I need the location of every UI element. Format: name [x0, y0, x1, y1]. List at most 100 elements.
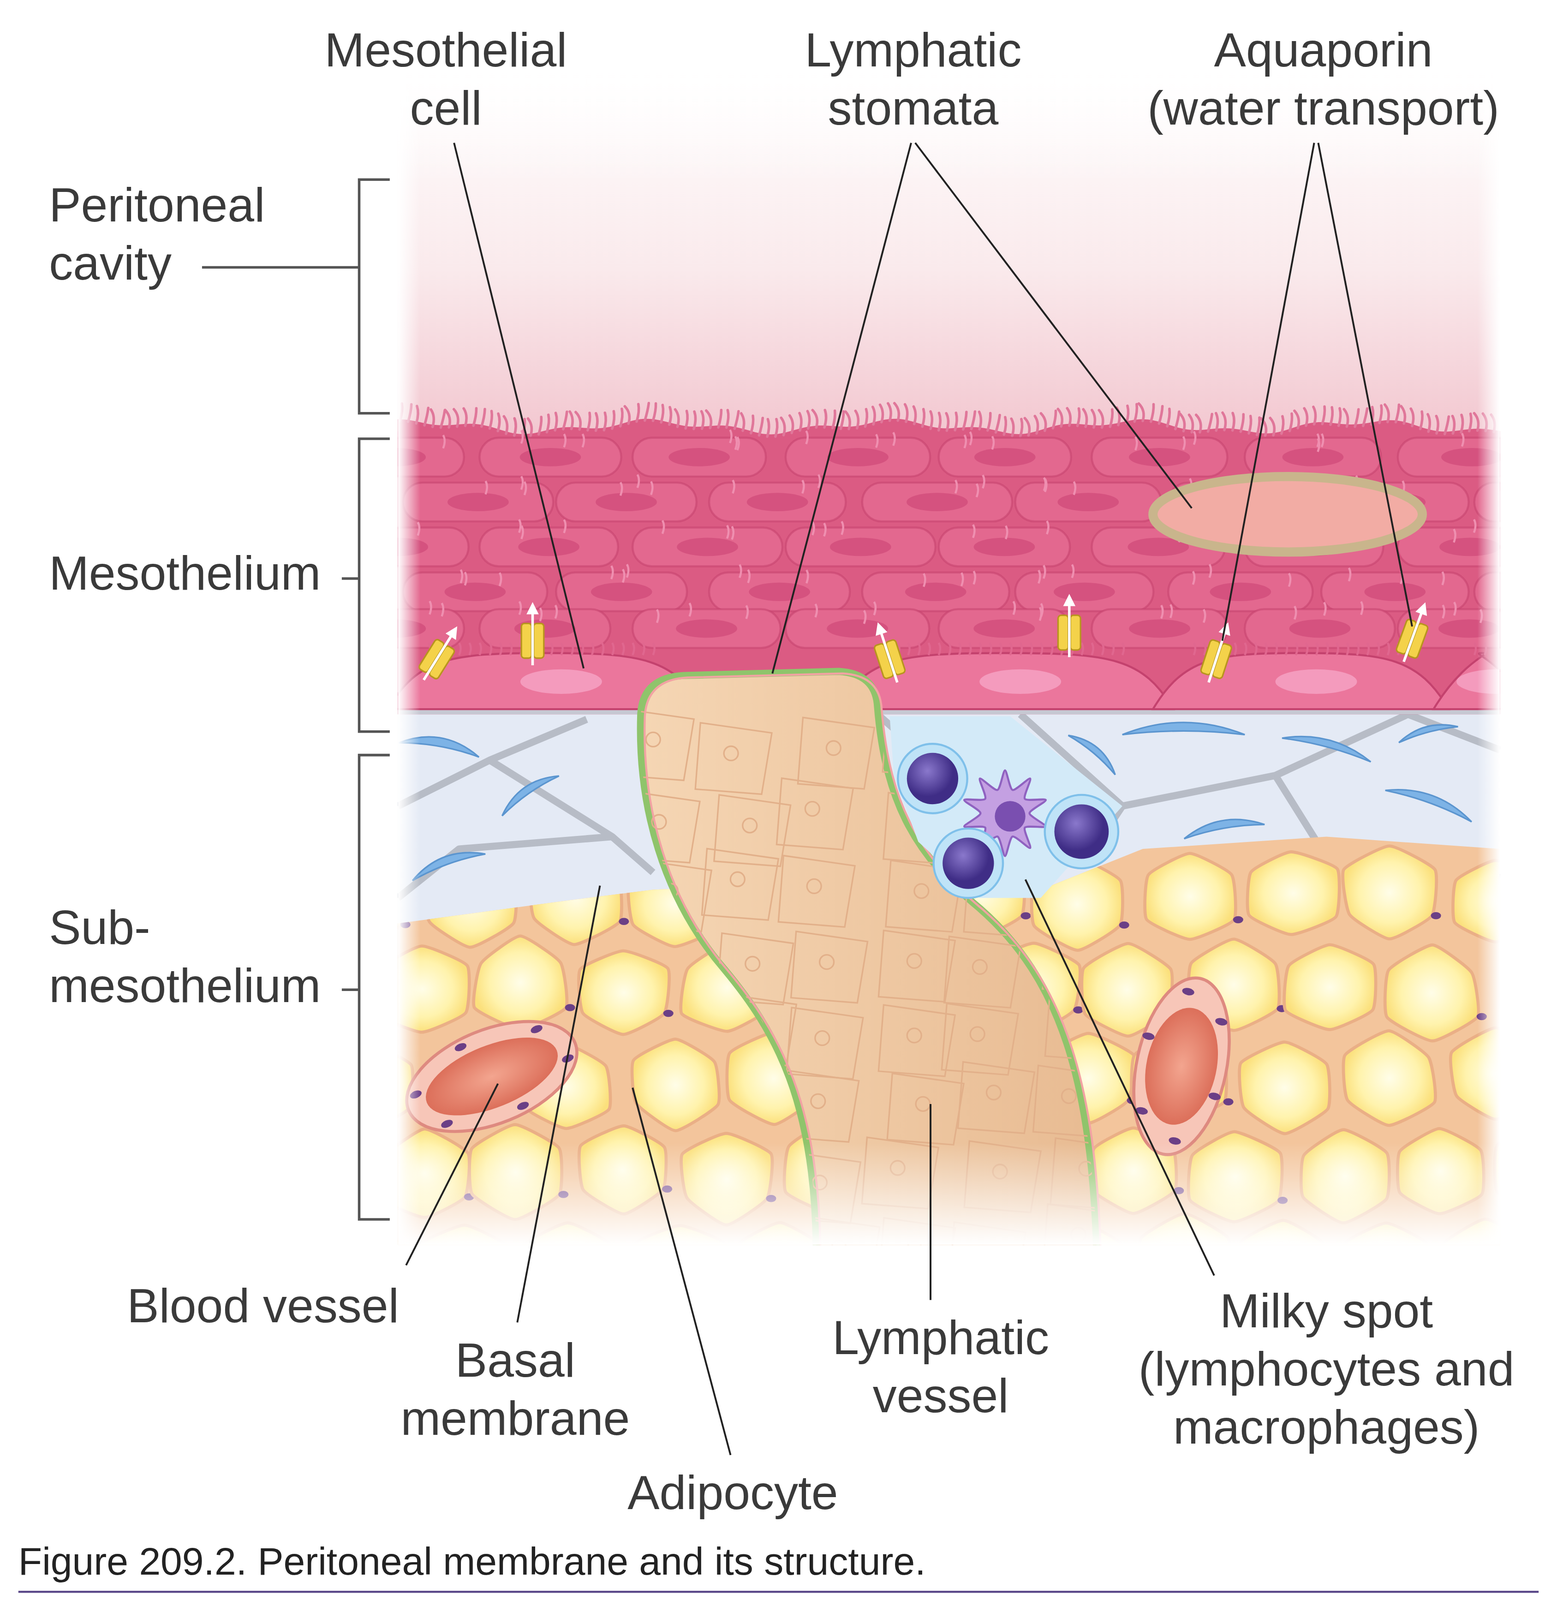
microvillus: [1379, 405, 1382, 424]
endothelial-nucleus: [745, 956, 760, 972]
microvillus: [1264, 642, 1267, 656]
water-arrow: [1403, 609, 1423, 662]
microvillus: [893, 432, 895, 446]
aquaporin-half: [1057, 615, 1068, 651]
microvillus: [1180, 413, 1185, 432]
leader-line: [1318, 143, 1412, 627]
microvillus: [622, 642, 624, 656]
structure-label: Basal membrane: [382, 1330, 648, 1447]
adipocyte: [1145, 853, 1236, 940]
microvillus: [747, 569, 750, 584]
microvillus: [1322, 406, 1325, 424]
microvillus: [972, 524, 975, 538]
microvillus: [519, 601, 521, 615]
microvillus: [1151, 404, 1154, 422]
microvillus: [1367, 642, 1369, 656]
endothelial-nucleus: [1207, 1091, 1222, 1102]
mesothelial-cell-back: [709, 572, 850, 612]
mesothelial-nucleus: [519, 447, 582, 467]
microvillus: [591, 642, 594, 656]
microvillus: [485, 481, 487, 495]
fiber: [398, 836, 613, 899]
microvillus: [430, 409, 434, 428]
microvillus: [729, 429, 732, 444]
microvillus: [1469, 413, 1472, 432]
microvillus: [620, 408, 623, 427]
endothelial-outline: [634, 859, 712, 932]
illustration-group: [398, 61, 1501, 1246]
microvillus: [982, 475, 985, 489]
microvillus: [1281, 416, 1284, 434]
microvillus: [802, 480, 804, 494]
microvillus: [1081, 642, 1083, 656]
microvillus: [913, 406, 916, 424]
mesothelial-nucleus: [1275, 669, 1358, 694]
microvillus: [1444, 416, 1450, 435]
endothelial-nucleus: [970, 1026, 985, 1042]
microvillus: [1326, 642, 1328, 656]
endothelial-nucleus: [1071, 946, 1086, 961]
microvillus: [832, 410, 836, 429]
endothelial-outline: [719, 994, 797, 1066]
mesothelial-nucleus: [746, 492, 809, 512]
mesothelial-nucleus: [748, 582, 811, 602]
microvillus: [735, 436, 737, 450]
microvillus: [463, 408, 467, 426]
water-arrowhead: [526, 602, 539, 615]
microvillus: [1126, 405, 1129, 424]
structure-label: Lymphatic stomata: [785, 20, 1041, 137]
mesothelial-nucleus: [905, 582, 967, 602]
mesothelial-nucleus: [826, 619, 889, 638]
microvillus: [500, 642, 502, 656]
microvillus: [930, 411, 932, 430]
endothelial-nucleus: [1052, 736, 1068, 752]
microvillus: [624, 406, 630, 424]
endothelial-outline: [699, 1061, 776, 1134]
endothelial-outline: [622, 932, 699, 1004]
microvillus: [1013, 601, 1015, 615]
microvillus: [1461, 433, 1464, 447]
microvillus: [1461, 414, 1463, 433]
fibroblast: [1182, 813, 1265, 839]
microvillus: [1161, 605, 1163, 619]
leader-line: [1222, 143, 1315, 641]
milky-spot-ground: [889, 716, 1123, 899]
leader-line: [1025, 879, 1215, 1276]
microvillus: [938, 412, 941, 431]
microvillus: [569, 411, 573, 430]
mesothelial-cell-back: [479, 437, 621, 477]
lymphocyte: [906, 752, 959, 805]
microvillus: [1377, 642, 1379, 656]
water-arrowhead: [1063, 593, 1076, 607]
microvillus: [642, 642, 645, 656]
microvillus: [1244, 642, 1247, 656]
endothelial-nucleus: [723, 745, 739, 761]
adipocyte-nucleus: [1233, 916, 1244, 924]
microvillus: [521, 525, 523, 540]
mesothelial-cell-back: [555, 482, 697, 522]
microvillus: [726, 410, 729, 428]
microvillus: [1363, 408, 1368, 426]
microvillus: [603, 412, 606, 431]
microvillus: [1420, 411, 1423, 430]
lymphocyte: [942, 837, 994, 889]
blood-vessel: [1118, 969, 1244, 1164]
microvillus: [622, 569, 625, 583]
microvillus: [524, 481, 526, 496]
bracket: [341, 988, 360, 992]
adipocyte-nucleus: [1020, 912, 1031, 919]
microvillus: [669, 407, 672, 425]
microvillus: [734, 411, 739, 430]
microvillus: [1285, 642, 1288, 656]
leader-line: [517, 885, 600, 1323]
endothelial-outline: [1042, 922, 1120, 995]
adipocyte: [426, 853, 517, 948]
mesothelial-nucleus: [906, 492, 968, 512]
mesothelial-cell-back: [1015, 572, 1154, 612]
leader-line: [405, 1083, 498, 1266]
microvillus: [1208, 414, 1213, 432]
microvillus: [453, 409, 459, 427]
microvillus: [637, 474, 639, 489]
microvillus: [1317, 438, 1319, 453]
microvillus: [497, 413, 500, 432]
